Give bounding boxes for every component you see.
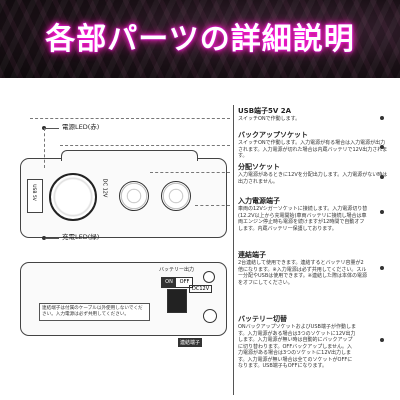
conn-marker bbox=[380, 266, 384, 270]
socket-leader bbox=[150, 172, 230, 173]
usb-label: USB 5V bbox=[30, 184, 36, 201]
charge-led-leader bbox=[45, 238, 59, 239]
charge-led-label: 充電LED(緑) bbox=[62, 233, 100, 241]
socket-section-title: 分配ソケット bbox=[238, 163, 280, 171]
usb-port-panel: USB 5V bbox=[27, 179, 43, 213]
usb-section-title: USB端子5V 2A bbox=[238, 107, 292, 115]
switch-off: OFF bbox=[179, 279, 190, 285]
title-banner: 各部パーツの詳細説明 bbox=[0, 0, 400, 78]
conn-section-desc: 2台連結して使用できます。連結するとバッテリ容量が2倍になります。※入力電源は必… bbox=[238, 260, 367, 286]
socket-section-desc: 入力電源があるときに12Vを分配出力します。入力電源がない時は出力されません。 bbox=[238, 172, 388, 185]
conn-callout: 連結端子 bbox=[178, 338, 203, 347]
power-led-label: 電源LED(赤) bbox=[62, 123, 100, 131]
switch-section-desc: ONバックアップソケットおよびUSB端子が作動します。入力電源がある場合は3つの… bbox=[238, 324, 356, 369]
conn-port bbox=[203, 309, 217, 323]
input-section-title: 入力電源端子 bbox=[238, 197, 280, 205]
socket-marker bbox=[380, 175, 384, 179]
input-leader bbox=[195, 205, 230, 206]
warning-note: 連結端子は付属のケーブル以外使用しないでください。入力電源は必ず共用してください… bbox=[39, 303, 150, 321]
input-section-desc: 車両の12Vシガーソケットに接続します。入力電源切り替(12.2V以上から充電開… bbox=[238, 206, 368, 232]
device-bottom-view: バッテリー出力 ON OFF DC12V 連結端子は付属のケーブル以外使用しない… bbox=[20, 262, 227, 336]
dc-in-jack bbox=[203, 271, 215, 283]
switch-label: バッテリー出力 bbox=[159, 267, 195, 273]
backup-section-title: バックアップソケット bbox=[238, 131, 308, 139]
battery-switch[interactable]: ON OFF bbox=[161, 277, 193, 288]
backup-section-desc: スイッチONで作動します。入力電源が有る場合は入力電源が出力されます。入力電源が… bbox=[238, 140, 388, 159]
input-marker bbox=[380, 210, 384, 214]
power-led-guide bbox=[44, 128, 45, 168]
usb-section-desc: スイッチONで作動します。 bbox=[238, 116, 301, 122]
switch-marker bbox=[380, 338, 384, 342]
usb-leader bbox=[30, 118, 230, 119]
banner-background bbox=[0, 0, 400, 78]
socket-2 bbox=[161, 181, 191, 211]
switch-on: ON bbox=[162, 278, 176, 287]
conn-section-title: 連結端子 bbox=[238, 251, 266, 259]
switch-section-title: バッテリー切替 bbox=[238, 315, 287, 323]
switch-body bbox=[167, 289, 187, 313]
dc-label: DC 12V bbox=[101, 178, 108, 198]
usb-marker bbox=[380, 116, 384, 120]
page-title: 各部パーツの詳細説明 bbox=[45, 22, 355, 57]
backup-socket bbox=[49, 173, 97, 221]
device-top-ridge bbox=[61, 150, 198, 161]
charge-led-dot bbox=[42, 236, 46, 240]
right-divider bbox=[233, 105, 234, 395]
device-front-view: USB 5V DC 12V bbox=[20, 150, 227, 238]
dc-in-label: DC12V bbox=[189, 285, 213, 293]
power-led-leader bbox=[45, 128, 59, 129]
backup-leader bbox=[60, 145, 230, 146]
backup-marker bbox=[380, 145, 384, 149]
socket-1 bbox=[119, 181, 149, 211]
